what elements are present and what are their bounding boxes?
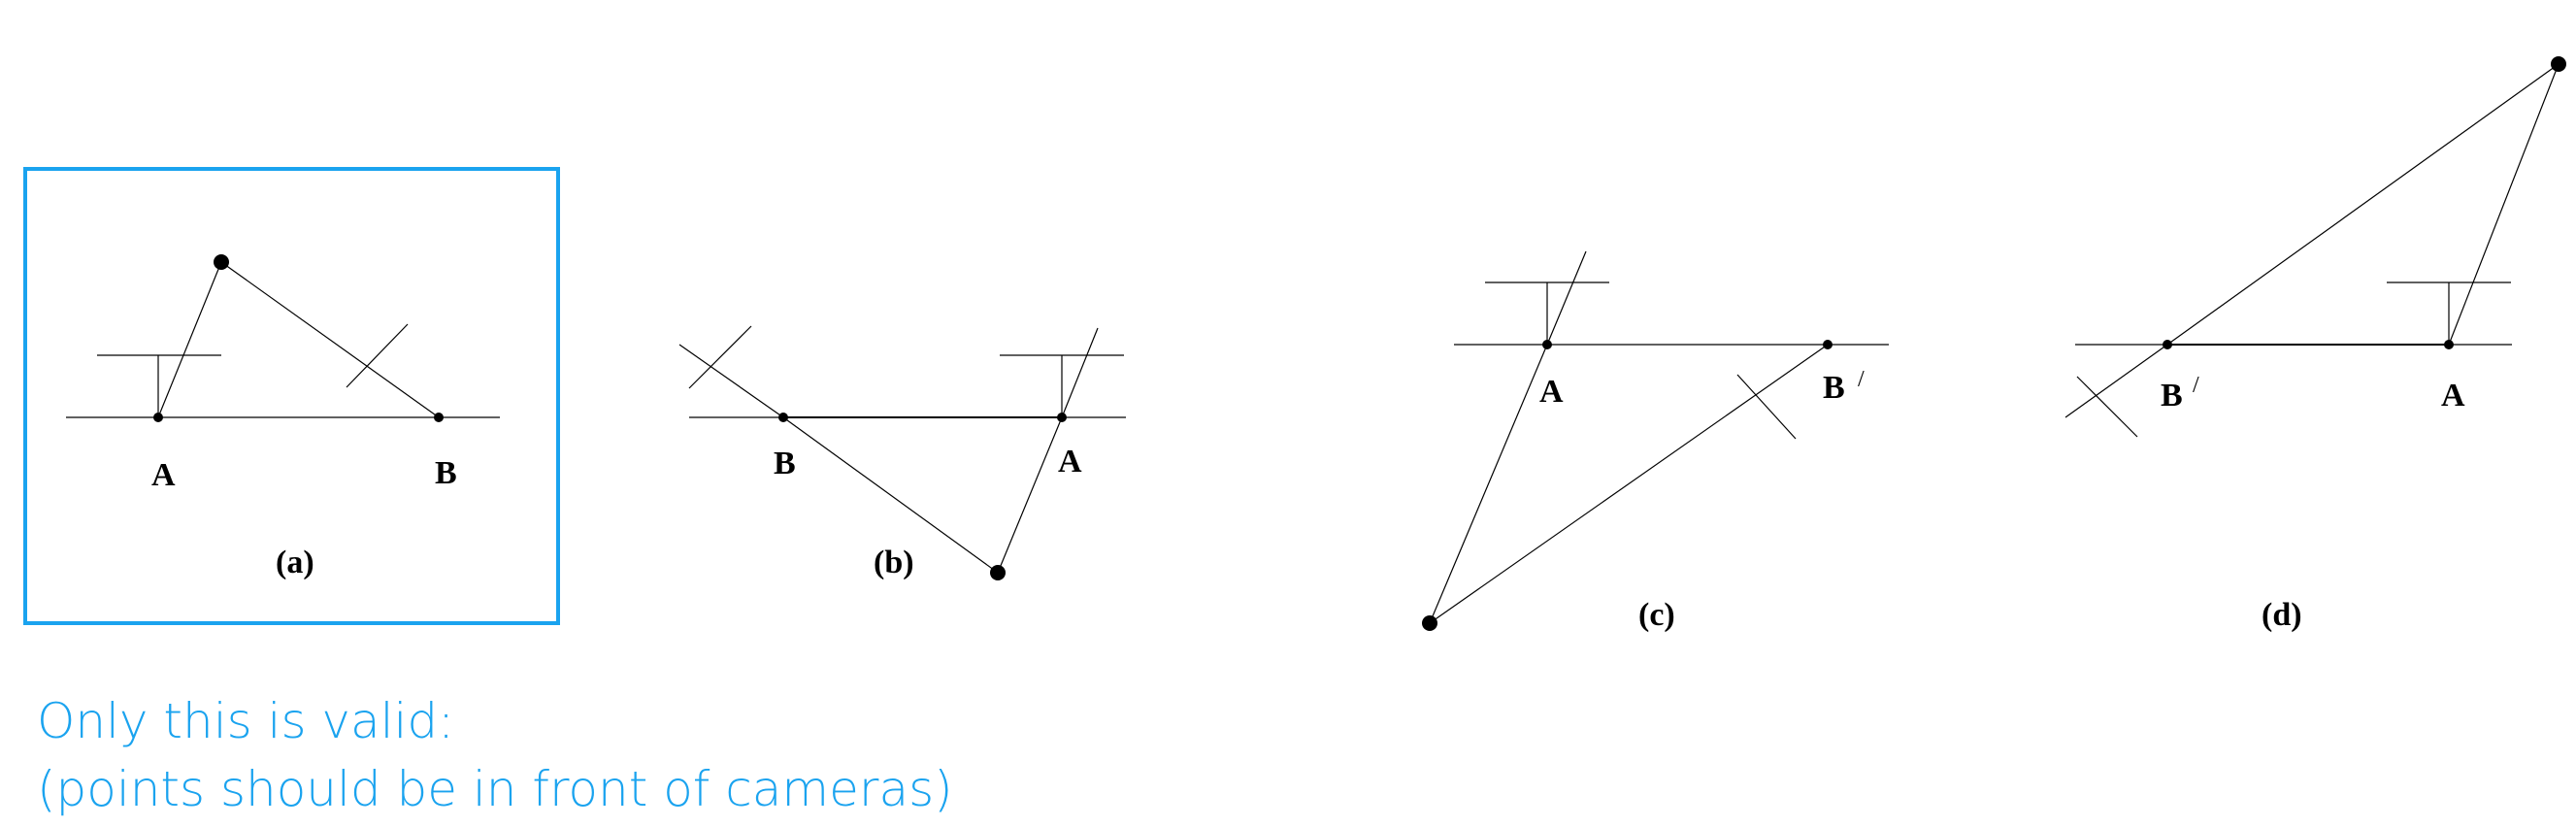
- camera-center-a: [1542, 340, 1552, 349]
- label-b-prime: /: [2193, 373, 2199, 398]
- scene-point: [214, 254, 229, 270]
- panel-d: B / A (d): [2064, 56, 2566, 633]
- scene-point: [1422, 615, 1437, 631]
- caption-c: (c): [1638, 597, 1675, 633]
- scene-point: [2551, 56, 2566, 72]
- camera-center-a: [1057, 413, 1067, 422]
- label-a: A: [1058, 444, 1082, 480]
- panel-b: B A (b): [678, 325, 1126, 580]
- label-a: A: [151, 457, 176, 493]
- label-b-prime: /: [1858, 367, 1865, 392]
- camera-center-a: [153, 413, 163, 422]
- caption-d: (d): [2262, 597, 2302, 633]
- label-b: B: [2161, 378, 2183, 414]
- caption-a: (a): [276, 545, 314, 580]
- note-line-2: (points should be in front of cameras): [37, 761, 953, 817]
- caption-b: (b): [874, 545, 914, 580]
- ray-b: [1429, 344, 1829, 624]
- camera-b-image-plane: [2076, 376, 2138, 438]
- camera-a-axis-extension: [1546, 250, 1587, 346]
- ray-a: [997, 416, 1063, 574]
- camera-b-axis: [678, 344, 784, 418]
- ray-a: [1429, 344, 1548, 624]
- label-b: B: [435, 455, 457, 491]
- camera-center-b: [778, 413, 788, 422]
- ray-a: [157, 261, 222, 418]
- scene-point: [990, 565, 1006, 580]
- camera-b-image-plane: [688, 325, 752, 389]
- label-b: B: [774, 446, 796, 481]
- camera-b-image-plane: [346, 323, 409, 388]
- label-a: A: [1539, 374, 1564, 410]
- camera-center-b: [2163, 340, 2172, 349]
- note-line-1: Only this is valid:: [37, 693, 454, 749]
- panel-c: A B / (c): [1422, 250, 1889, 633]
- valid-highlight-box: [23, 167, 560, 625]
- panel-a: A B (a): [23, 167, 560, 625]
- validity-note: Only this is valid: (points should be in…: [37, 687, 953, 823]
- camera-center-a: [2444, 340, 2454, 349]
- ray-a: [2448, 63, 2559, 346]
- camera-center-b: [434, 413, 444, 422]
- ray-b: [220, 261, 440, 418]
- camera-b-image-plane: [1736, 374, 1797, 440]
- camera-a-axis-extension: [1061, 327, 1099, 418]
- ray-b: [2166, 63, 2559, 346]
- ray-b: [782, 416, 999, 574]
- label-a: A: [2441, 378, 2465, 414]
- label-b: B: [1823, 370, 1845, 406]
- camera-center-b: [1823, 340, 1833, 349]
- camera-b-axis: [2064, 344, 2168, 418]
